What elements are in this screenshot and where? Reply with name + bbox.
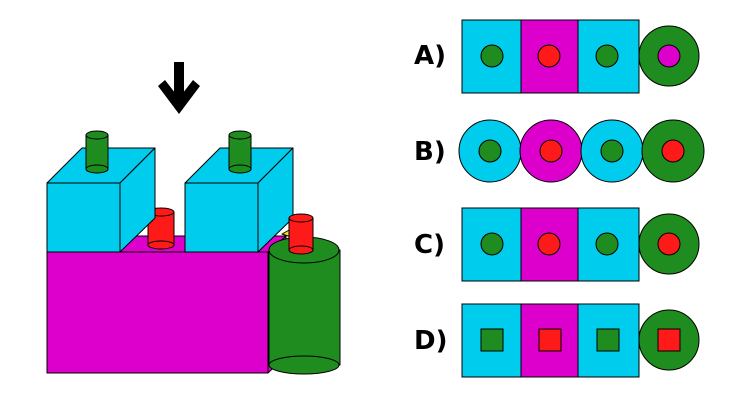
- option-d[interactable]: D): [414, 303, 700, 378]
- green-peg-right: [228, 130, 252, 174]
- option-a[interactable]: A): [414, 19, 700, 94]
- magenta-base-box: [46, 235, 287, 374]
- option-a-label: A): [414, 41, 446, 71]
- option-d-label: D): [414, 326, 447, 356]
- scene-3d: [46, 62, 341, 375]
- red-peg-cylinder: [288, 213, 314, 255]
- option-b[interactable]: B): [414, 119, 705, 183]
- down-arrow-icon: [158, 62, 200, 114]
- answer-options: A) B): [414, 19, 705, 378]
- option-c-label: C): [414, 230, 445, 260]
- option-b-label: B): [414, 137, 446, 167]
- green-peg-left: [85, 130, 109, 174]
- option-c[interactable]: C): [414, 207, 700, 282]
